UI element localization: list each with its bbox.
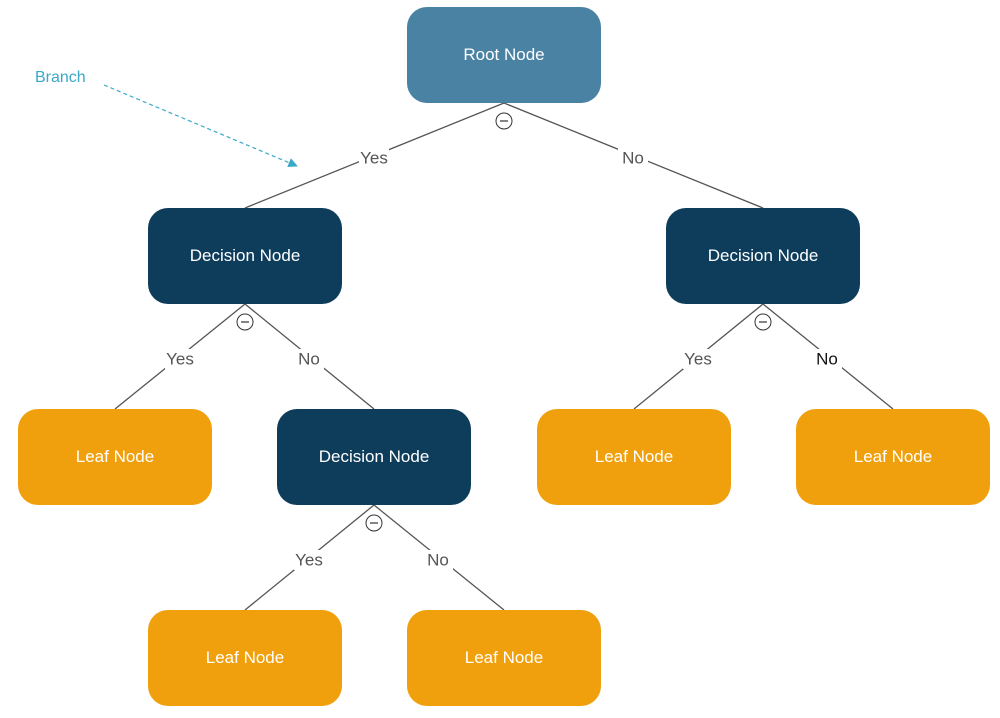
edge-label-background bbox=[618, 148, 648, 168]
collapse-toggle-icon[interactable] bbox=[495, 112, 513, 130]
edge-label-background bbox=[423, 550, 453, 570]
edge-label-root-yes: Yes bbox=[360, 149, 388, 168]
collapse-toggles-layer bbox=[236, 112, 772, 532]
edges-layer bbox=[114, 102, 894, 611]
edge-label-root-no: No bbox=[622, 149, 644, 168]
leaf-node-right-yes[interactable]: Leaf Node bbox=[537, 409, 731, 505]
leaf-node-bottom-yes[interactable]: Leaf Node bbox=[148, 610, 342, 706]
edge-label-background bbox=[294, 349, 324, 369]
edge-label-dm-yes: Yes bbox=[295, 551, 323, 570]
edge-label-background bbox=[812, 349, 842, 369]
branch-annotation-arrow bbox=[103, 84, 298, 168]
leaf-node-left[interactable]: Leaf Node bbox=[18, 409, 212, 505]
decision-node-right[interactable]: Decision Node bbox=[666, 208, 860, 304]
branch-annotation: Branch bbox=[35, 69, 298, 168]
collapse-toggle-icon[interactable] bbox=[365, 514, 383, 532]
decision-node-left[interactable]: Decision Node bbox=[148, 208, 342, 304]
edge-label-dm-no: No bbox=[427, 551, 449, 570]
root-node[interactable]: Root Node bbox=[407, 7, 601, 103]
edge-label-background bbox=[359, 148, 389, 168]
edge-label-dl-yes: Yes bbox=[166, 350, 194, 369]
leaf-node-bottom-no[interactable]: Leaf Node bbox=[407, 610, 601, 706]
edge-label-background bbox=[165, 349, 195, 369]
edge-label-dr-no: No bbox=[816, 350, 838, 369]
edge-label-background bbox=[294, 550, 324, 570]
leaf-node-right-no[interactable]: Leaf Node bbox=[796, 409, 990, 505]
collapse-toggle-icon[interactable] bbox=[754, 313, 772, 331]
decision-node-middle[interactable]: Decision Node bbox=[277, 409, 471, 505]
collapse-toggle-icon[interactable] bbox=[236, 313, 254, 331]
edge-label-dr-yes: Yes bbox=[684, 350, 712, 369]
branch-annotation-label: Branch bbox=[35, 69, 86, 86]
edge-label-dl-no: No bbox=[298, 350, 320, 369]
edge-label-background bbox=[683, 349, 713, 369]
